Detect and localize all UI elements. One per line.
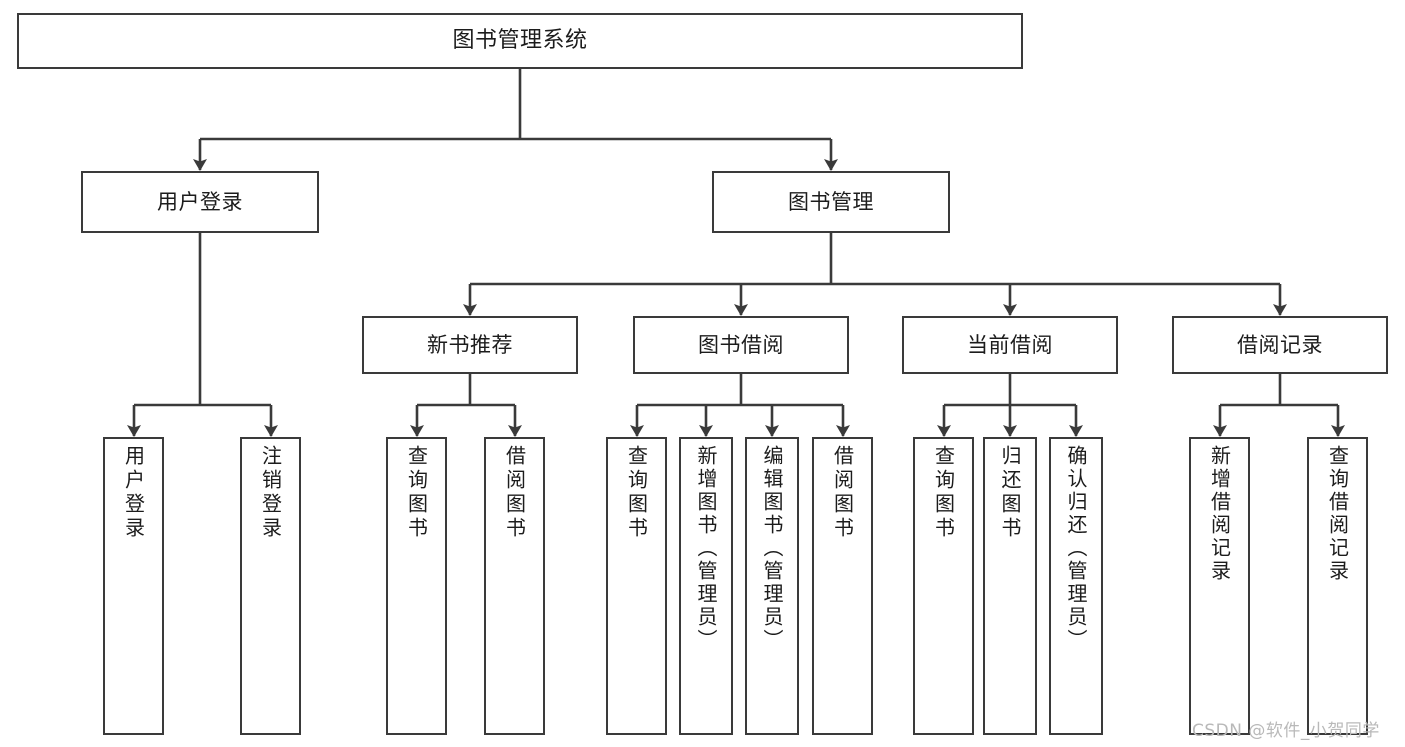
node-label: 当前借阅 <box>967 332 1053 357</box>
node-leaf-bor-4[interactable]: 借阅图书 <box>812 437 873 735</box>
node-bookmgmt[interactable]: 图书管理 <box>712 171 950 233</box>
node-label: 查询图书 <box>404 445 429 541</box>
node-leaf-cur-3[interactable]: 确认归还（管理员） <box>1049 437 1103 735</box>
node-label: 图书管理系统 <box>452 28 588 54</box>
node-leaf-rec-1[interactable]: 新增借阅记录 <box>1189 437 1250 735</box>
node-leaf-new-2[interactable]: 借阅图书 <box>484 437 545 735</box>
node-leaf-bor-1[interactable]: 查询图书 <box>606 437 667 735</box>
node-current[interactable]: 当前借阅 <box>902 316 1118 374</box>
node-leaf-cur-2[interactable]: 归还图书 <box>983 437 1037 735</box>
node-label: 图书管理 <box>788 189 874 214</box>
node-label: 注销登录 <box>258 445 283 541</box>
node-label: 借阅记录 <box>1237 332 1323 357</box>
node-label: 新增借阅记录 <box>1207 445 1232 583</box>
node-leaf-login-2[interactable]: 注销登录 <box>240 437 301 735</box>
node-borrow[interactable]: 图书借阅 <box>633 316 849 374</box>
node-label: 用户登录 <box>157 189 243 214</box>
node-leaf-new-1[interactable]: 查询图书 <box>386 437 447 735</box>
node-leaf-rec-2[interactable]: 查询借阅记录 <box>1307 437 1368 735</box>
node-label: 查询借阅记录 <box>1325 445 1350 583</box>
node-label: 借阅图书 <box>830 445 855 541</box>
node-label: 新增图书（管理员） <box>694 445 718 652</box>
node-label: 确认归还（管理员） <box>1064 445 1088 652</box>
node-root[interactable]: 图书管理系统 <box>17 13 1023 69</box>
node-label: 归还图书 <box>998 445 1022 541</box>
node-label: 图书借阅 <box>698 332 784 357</box>
node-label: 查询图书 <box>931 445 956 541</box>
node-label: 编辑图书（管理员） <box>760 445 784 652</box>
node-leaf-bor-2[interactable]: 新增图书（管理员） <box>679 437 733 735</box>
node-leaf-bor-3[interactable]: 编辑图书（管理员） <box>745 437 799 735</box>
node-label: 借阅图书 <box>502 445 527 541</box>
node-login[interactable]: 用户登录 <box>81 171 319 233</box>
watermark-text: CSDN @软件_小贺同学 <box>1192 721 1380 741</box>
node-newbook[interactable]: 新书推荐 <box>362 316 578 374</box>
node-records[interactable]: 借阅记录 <box>1172 316 1388 374</box>
node-label: 用户登录 <box>121 445 146 541</box>
connector-lines <box>127 69 1345 437</box>
node-leaf-login-1[interactable]: 用户登录 <box>103 437 164 735</box>
node-label: 查询图书 <box>624 445 649 541</box>
node-label: 新书推荐 <box>427 332 513 357</box>
node-leaf-cur-1[interactable]: 查询图书 <box>913 437 974 735</box>
